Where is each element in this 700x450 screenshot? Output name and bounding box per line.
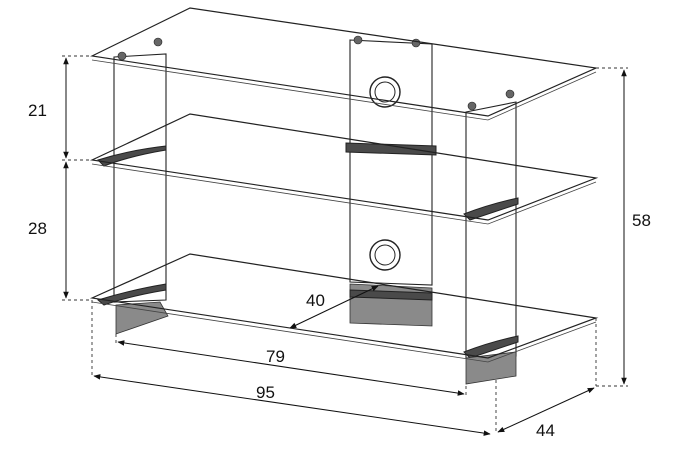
right-post — [463, 89, 519, 385]
bottom-shelf — [89, 253, 599, 363]
label-shelf-gap-top: 21 — [28, 101, 47, 120]
label-shelf-gap-bottom: 28 — [28, 219, 47, 238]
middle-shelf — [89, 113, 599, 225]
label-total-width: 95 — [256, 383, 275, 402]
label-inner-depth: 40 — [306, 291, 325, 310]
cable-hole-bottom — [369, 239, 401, 271]
label-inner-width: 79 — [266, 347, 285, 366]
back-panel — [345, 35, 437, 327]
dimension-lines — [63, 57, 627, 436]
label-total-depth: 44 — [536, 421, 555, 440]
label-total-height: 58 — [632, 211, 651, 230]
left-post — [96, 37, 169, 335]
top-shelf — [90, 7, 599, 121]
